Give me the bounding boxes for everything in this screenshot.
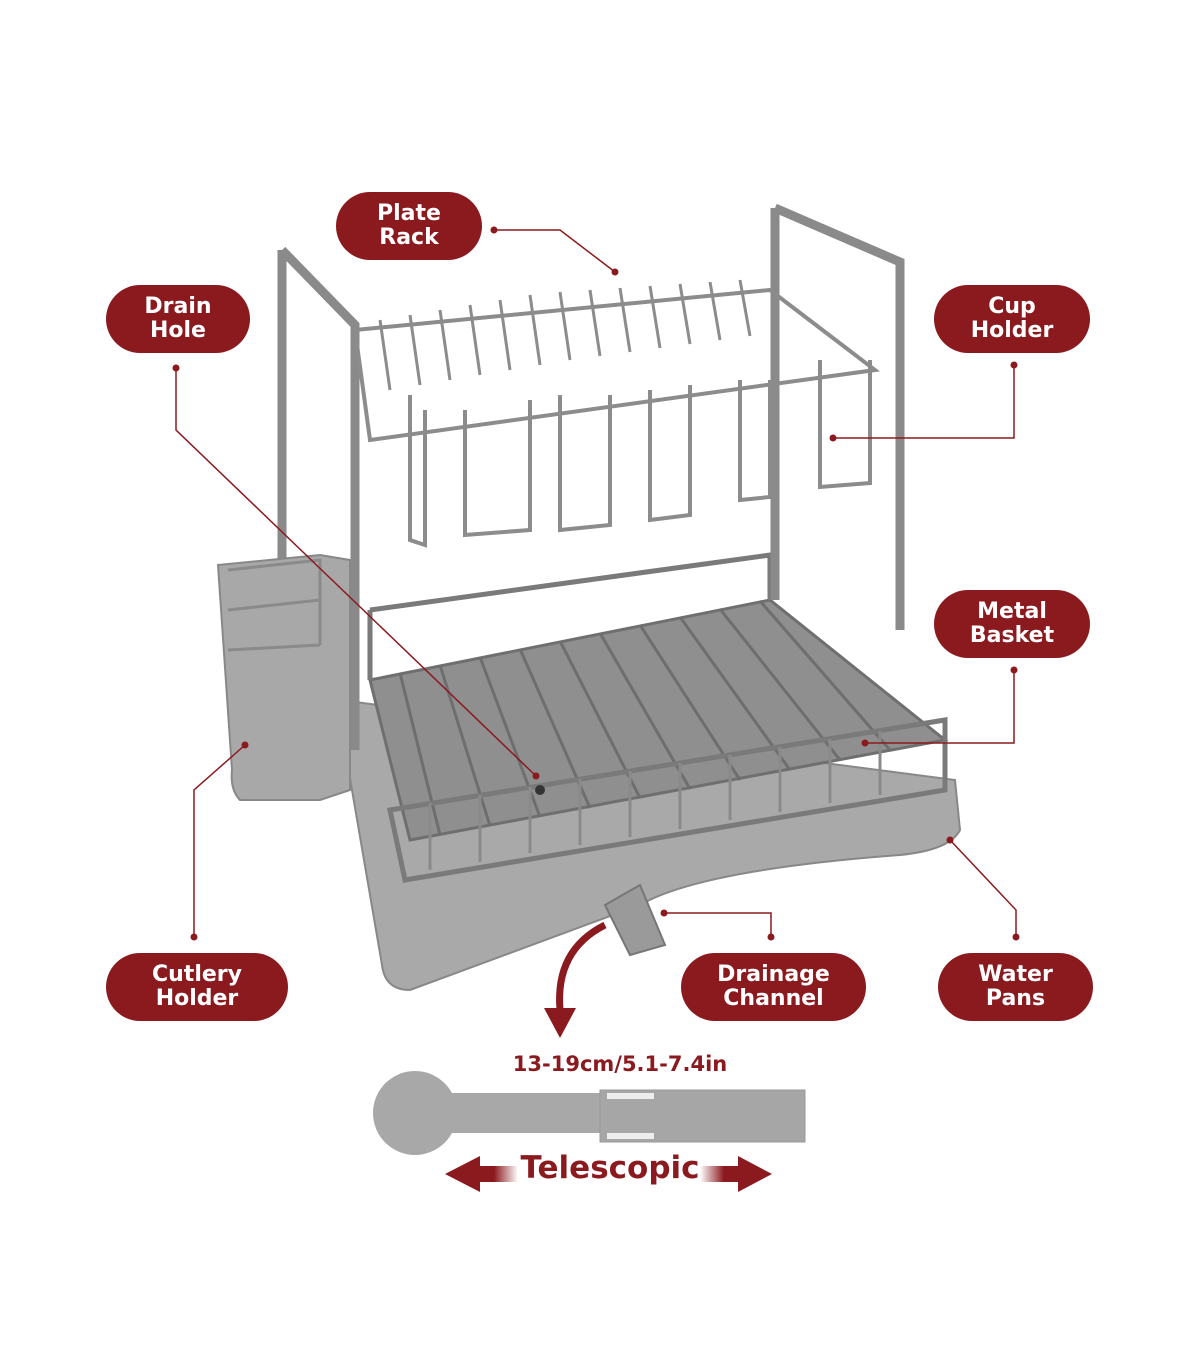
label-line: Drain <box>144 294 212 319</box>
telescopic-arrows-icon <box>445 1156 772 1192</box>
label-line: Cutlery <box>152 962 242 987</box>
telescopic-range: 13-19cm/5.1-7.4in <box>512 1052 728 1076</box>
label-line: Holder <box>155 986 239 1011</box>
label-line: Cup <box>988 294 1036 319</box>
leader-lines <box>175 229 1017 937</box>
label-line: Hole <box>149 318 206 343</box>
cutlery-holder <box>216 553 351 801</box>
telescopic-spout <box>373 1071 806 1155</box>
label-line: Basket <box>969 623 1055 648</box>
label-line: Rack <box>379 225 439 250</box>
label-line: Channel <box>723 986 824 1011</box>
leader-dots <box>172 226 1020 941</box>
drainage-channel <box>603 883 667 957</box>
label-line: Drainage <box>717 962 830 987</box>
telescopic-label: Telescopic <box>520 1150 700 1186</box>
plate-rack <box>352 279 881 548</box>
curved-arrow-icon <box>556 921 607 1011</box>
label-line: Holder <box>970 318 1054 343</box>
label-line: Plate <box>377 201 441 226</box>
metal-basket <box>367 552 949 883</box>
label-line: Pans <box>985 986 1046 1011</box>
label-line: Water <box>978 962 1053 987</box>
frame <box>277 203 905 750</box>
label-line: Metal <box>977 599 1047 624</box>
